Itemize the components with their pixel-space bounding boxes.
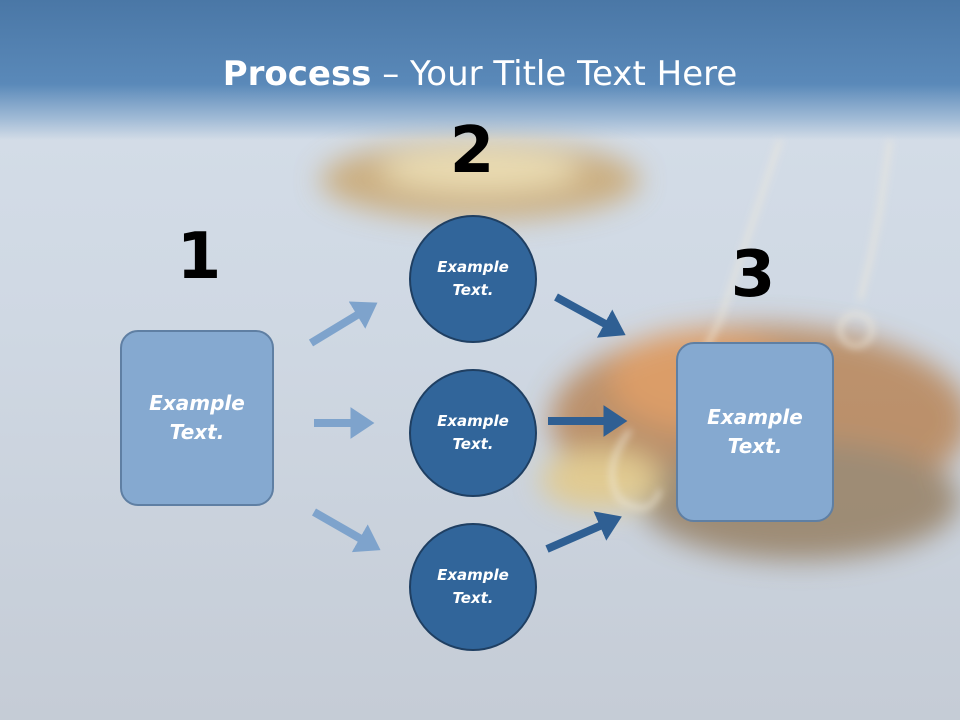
step-2-circle-2: Example Text. [409, 369, 537, 497]
step-1-box: Example Text. [120, 330, 274, 506]
step-number-2: 2 [449, 114, 495, 188]
step-number-1: 1 [176, 220, 222, 294]
step-2-circle-1: Example Text. [409, 215, 537, 343]
arrow-2-bottom-to-3 [545, 511, 622, 553]
title-band [0, 0, 960, 140]
step-2-text-2: Example Text. [437, 412, 509, 453]
title-bold: Process [222, 54, 372, 94]
arrow-1-to-2-top [308, 301, 378, 347]
arrow-1-to-2-bottom [312, 508, 381, 553]
title-rest: – Your Title Text Here [371, 54, 738, 94]
step-2-text-1: Example Text. [437, 258, 509, 299]
arrow-2-top-to-3 [554, 293, 626, 338]
slide-title: Process – Your Title Text Here [0, 52, 960, 96]
step-3-box: Example Text. [676, 342, 834, 522]
step-1-text: Example Text. [149, 391, 245, 444]
step-2-text-3: Example Text. [437, 566, 509, 607]
step-3-text: Example Text. [707, 405, 803, 458]
step-2-circle-3: Example Text. [409, 523, 537, 651]
step-number-3: 3 [730, 238, 776, 312]
